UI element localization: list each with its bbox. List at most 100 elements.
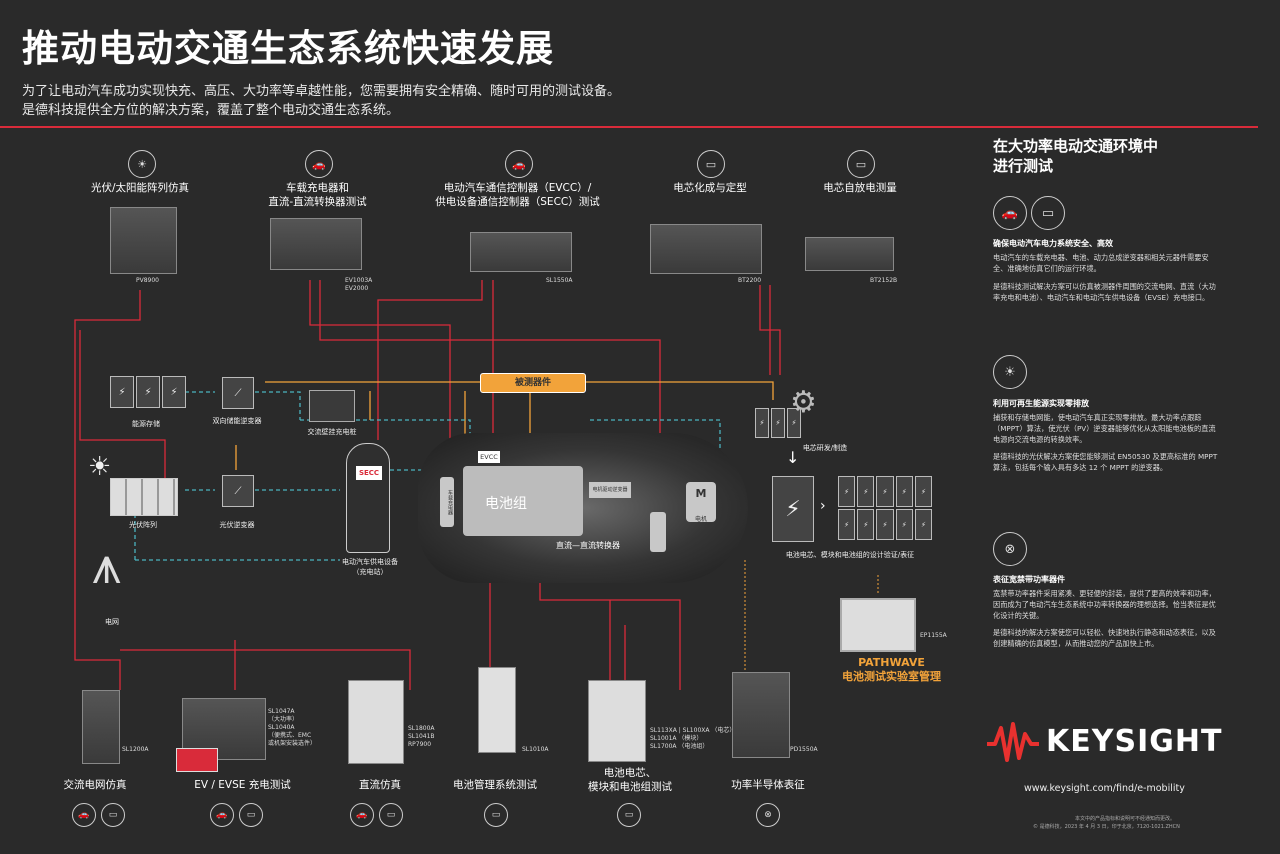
motor-label: 电机 — [694, 516, 707, 523]
battery-cell-icon: ⚡ — [895, 476, 913, 507]
sl1800a-device — [348, 680, 404, 764]
right-section-1-icons: 🚗 ▭ — [993, 196, 1065, 230]
line-inverter-wall — [255, 391, 301, 420]
right-section-3-icons: ⊗ — [993, 532, 1027, 566]
evcc-badge: EVCC — [478, 451, 500, 463]
line-self-discharge-red — [759, 285, 781, 375]
right-section-2-p1: 捕获和存储电网能，使电动汽车真正实现零排放。最大功率点跟踪（MPPT）算法，使光… — [993, 413, 1216, 444]
line-pv-to-grid-sim — [74, 290, 141, 690]
wall-charger-icon — [309, 390, 355, 422]
pv-array-label: 光伏阵列 — [129, 521, 157, 529]
battery-icon: ▭ — [617, 803, 641, 827]
page-subtitle: 为了让电动汽车成功实现快充、高压、大功率等卓越性能，您需要拥有安全精确、随时可用… — [22, 82, 620, 120]
arrow-down-icon: ↓ — [786, 448, 800, 467]
bottom-category-semiconductor-icons: ⊗ — [756, 803, 780, 827]
pv8900-device — [110, 207, 177, 274]
battery-cell-icon: ⚡ — [110, 376, 134, 408]
line-dut-right — [584, 381, 774, 400]
top-category-pv-title: 光伏/太阳能阵列仿真 — [90, 182, 190, 194]
car-icon: 🚗 — [72, 803, 96, 827]
sl1200a-device — [82, 690, 120, 764]
battery-cell-icon: ⚡ — [876, 509, 894, 540]
car-icon: 🚗 — [350, 803, 374, 827]
top-category-charger-title: 车载充电器和 直流-直流转换器测试 — [268, 182, 367, 208]
bottom-category-ac-grid-icons: 🚗 ▭ — [72, 803, 125, 827]
dut-label: 被测器件 — [480, 373, 586, 393]
bottom-category-cell-test-icons: ▭ — [617, 803, 641, 827]
line-obc-red — [309, 280, 451, 450]
chevron-right-icon: › — [820, 498, 826, 514]
bottom-category-ac-grid-model: SL1200A — [122, 746, 149, 753]
pathwave-laptop-icon — [840, 598, 916, 652]
cell-rd-icon: ⚡ ⚡ ⚡ — [755, 408, 801, 438]
subtitle-line-2: 是德科技提供全方位的解决方案，覆盖了整个电动交通生态系统。 — [22, 103, 400, 118]
pathwave-label: PATHWAVE 电池测试实验室管理 — [842, 656, 941, 683]
battery-icon: ▭ — [1031, 196, 1065, 230]
battery-cell-icon: ⚡ — [857, 476, 875, 507]
right-section-3-p2: 是德科技的解决方案使您可以轻松、快速地执行静态和动态表征，以及创建精确的仿真模型… — [993, 628, 1216, 648]
secc-badge: SECC — [356, 466, 382, 480]
subtitle-line-1: 为了让电动汽车成功实现快充、高压、大功率等卓越性能，您需要拥有安全精确、随时可用… — [22, 84, 621, 99]
solar-panel-icon: ☀ — [993, 355, 1027, 389]
motor-icon: M — [686, 482, 716, 522]
battery-cell-icon: ⚡ — [162, 376, 186, 408]
wall-charger-label: 交流壁挂充电桩 — [307, 428, 357, 436]
bt2152b-device — [805, 237, 894, 271]
large-cell-icon: ⚡ — [772, 476, 814, 542]
line-evse-red — [377, 280, 483, 440]
battery-cell-icon: ⚡ — [838, 509, 856, 540]
top-category-self-discharge-title: 电芯自放电测量 — [823, 182, 897, 194]
fine-print-1: 本文中的产品指标和说明可不经通知而更改。 — [1075, 816, 1176, 822]
fine-print-2: © 是德科技，2023 年 4 月 3 日，印于北京，7120-1021.ZHC… — [1033, 824, 1180, 830]
right-section-1-title: 确保电动汽车电力系统安全、高效 — [993, 239, 1113, 248]
right-panel-heading: 在大功率电动交通环境中 进行测试 — [993, 137, 1159, 175]
charger-icon: 🚗 — [305, 150, 333, 178]
cell-rd-label: 电芯研发/制造 — [802, 444, 848, 452]
dcdc-label: 直流—直流转换器 — [556, 541, 620, 550]
car-icon: 🚗 — [505, 150, 533, 178]
battery-icon: ▭ — [239, 803, 263, 827]
top-category-self-discharge-model: BT2152B — [870, 277, 898, 284]
bottom-category-dc-sim-title: 直流仿真 — [359, 779, 401, 791]
brand-url[interactable]: www.keysight.com/find/e-mobility — [1024, 783, 1185, 794]
battery-cell-icon: ⚡ — [876, 476, 894, 507]
ev1003a-device — [270, 218, 362, 270]
top-category-charger: 🚗 — [305, 150, 333, 178]
right-section-2-title: 利用可再生能源实现零排放 — [993, 399, 1089, 408]
battery-cell-icon: ⚡ — [136, 376, 160, 408]
top-category-cell-formation-title: 电芯化成与定型 — [673, 182, 747, 194]
right-section-2-p2: 是德科技的光伏解决方案使您能够测试 EN50530 及更高标准的 MPPT 算法… — [993, 452, 1218, 472]
top-category-evcc-model: SL1550A — [546, 277, 573, 284]
grid-label: 电网 — [105, 618, 119, 626]
pd1550a-device — [732, 672, 790, 758]
bottom-category-semiconductor-model: PD1550A — [790, 746, 818, 753]
right-section-2-icons: ☀ — [993, 355, 1027, 389]
line-pv-array — [79, 330, 166, 480]
battery-pack — [463, 466, 583, 536]
right-section-1-p2: 是德科技测试解决方案可以仿真被测器件周围的交流电网、直流（大功率充电和电池）、电… — [993, 282, 1216, 302]
battery-cell-icon: ⚡ — [857, 509, 875, 540]
battery-cell-icon: ⚡ — [914, 476, 932, 507]
transistor-icon: ⊗ — [993, 532, 1027, 566]
car-icon: 🚗 — [210, 803, 234, 827]
sl1550a-device — [470, 232, 572, 272]
right-section-1-p1: 电动汽车的车载充电器、电池、动力总成逆变器和相关元器件需要安全、准确地仿真它们的… — [993, 253, 1209, 273]
bt2200-device — [650, 224, 762, 274]
portable-charger-device — [176, 748, 218, 772]
top-category-evcc-title: 电动汽车通信控制器（EVCC）/ 供电设备通信控制器（SECC）测试 — [435, 182, 600, 208]
car-icon: 🚗 — [993, 196, 1027, 230]
top-category-cell-formation-model: BT2200 — [738, 277, 762, 284]
bidirectional-inverter-label: 双向储能逆变器 — [212, 417, 262, 425]
bottom-category-bms-model: SL1010A — [522, 746, 549, 753]
evse-label: 电动汽车供电设备 （充电站） — [342, 558, 398, 576]
battery-validation-label: 电池电芯、模块和电池组的设计验证/表征 — [785, 551, 915, 559]
battery-icon: ▭ — [697, 150, 725, 178]
right-section-3-p1: 宽禁带功率器件采用紧凑、更轻便的封装，提供了更高的效率和功率，因而成为了电动汽车… — [993, 589, 1216, 620]
header-divider — [0, 126, 1258, 128]
bottom-category-cell-test-model: SL113XA | SL100XA （电芯） SL1001A （模块） SL17… — [650, 727, 736, 750]
sl1010a-device — [478, 667, 516, 753]
grid-tower-icon: ⩚ — [92, 536, 122, 596]
bottom-category-bms-icons: ▭ — [484, 803, 508, 827]
battery-icon: ▭ — [847, 150, 875, 178]
battery-cell-icon: ⚡ — [787, 408, 801, 438]
